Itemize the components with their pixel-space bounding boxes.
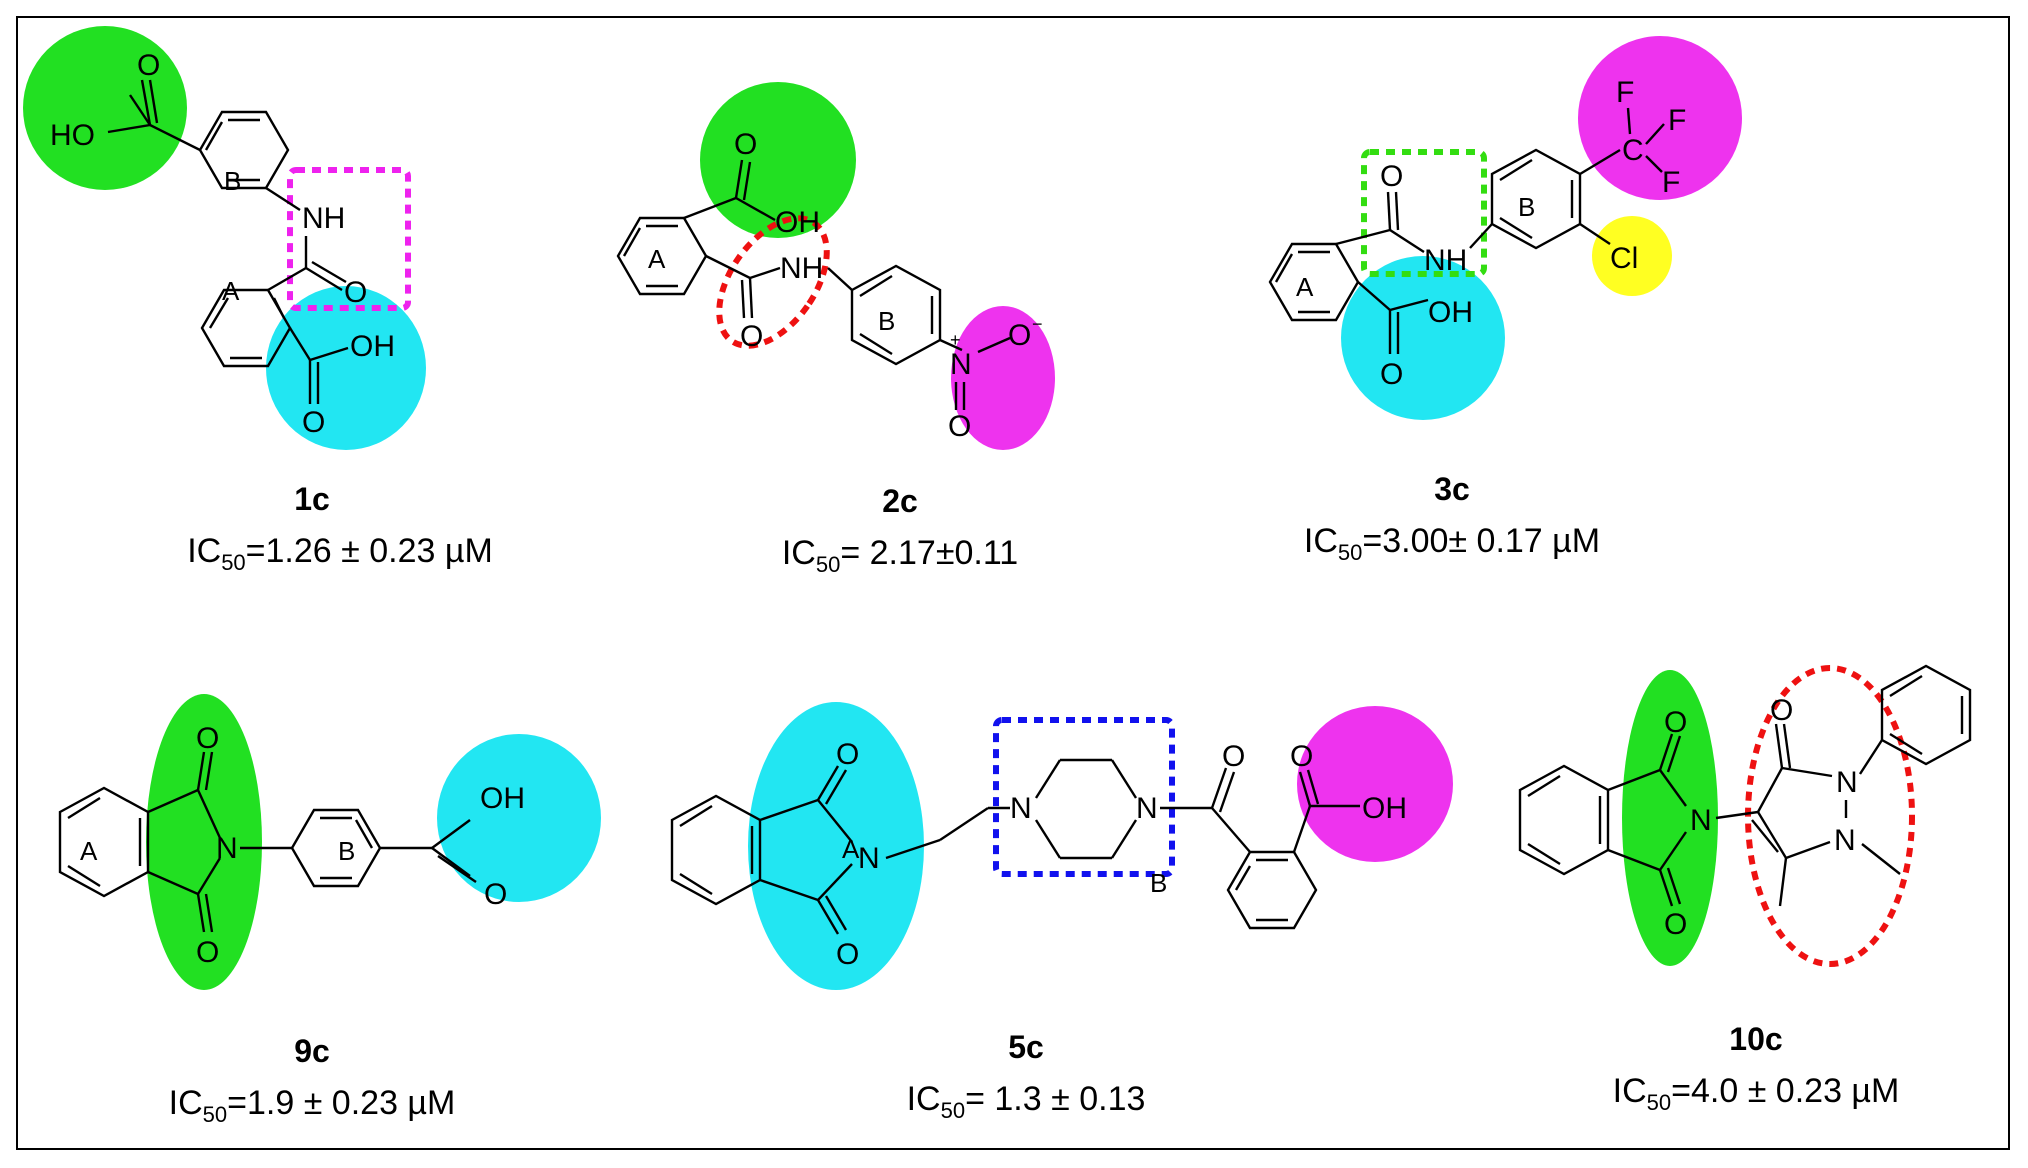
ring-label-b: B <box>224 166 241 196</box>
compound-10c-structure: O O N O N N <box>1518 664 1972 967</box>
charge-plus: + <box>950 330 961 350</box>
atom-o: O <box>740 320 763 353</box>
highlight-amide-box <box>287 167 411 311</box>
atom-n: N <box>1136 792 1158 825</box>
atom-n: N <box>950 348 972 381</box>
highlight-cyan-carboxyl <box>266 286 426 450</box>
atom-o: O <box>196 722 219 755</box>
atom-n: N <box>1010 792 1032 825</box>
highlight-green-imide <box>146 694 262 990</box>
compound-2c-structure: A O OH O NH B N + O − O <box>616 82 1055 450</box>
highlight-amide-ellipse <box>716 215 830 349</box>
ring-label-b: B <box>1150 868 1167 898</box>
atom-o: O <box>1664 908 1687 941</box>
ring-label-a: A <box>842 834 860 864</box>
compound-1c-structure: O HO B NH O A OH O <box>23 26 426 450</box>
atom-o: O <box>734 128 757 161</box>
atom-n: N <box>858 842 880 875</box>
atom-o: O <box>1008 319 1031 352</box>
ic50-label: IC50= 1.3 ± 0.13 <box>907 1080 1146 1123</box>
compound-9c-structure: A O O N B OH O <box>58 694 601 990</box>
atom-f: F <box>1662 166 1680 199</box>
ic50-label: IC50=1.9 ± 0.23 µM <box>169 1084 456 1127</box>
atom-nh: NH <box>780 252 823 285</box>
atom-oh: OH <box>775 206 820 239</box>
atom-o: O <box>948 410 971 443</box>
atom-o: O <box>1380 358 1403 391</box>
atom-oh: OH <box>1362 792 1407 825</box>
atom-o: O <box>836 938 859 971</box>
compound-name: 2c <box>882 483 918 519</box>
highlight-yellow-cl <box>1592 216 1672 296</box>
atom-oh: OH <box>350 330 395 363</box>
highlight-magenta-cf3 <box>1578 36 1742 200</box>
atom-o: O <box>484 878 507 911</box>
compound-5c-structure: O O A N N N B O O OH <box>670 702 1453 990</box>
charge-minus: − <box>1032 314 1043 334</box>
atom-n: N <box>216 832 238 865</box>
atom-n: N <box>1834 824 1856 857</box>
highlight-magenta-carboxyl <box>1297 706 1453 862</box>
compound-name: 5c <box>1008 1029 1044 1065</box>
highlight-cyan-carboxyl <box>1341 256 1505 420</box>
ring-label-a: A <box>222 276 240 306</box>
ring-label-a: A <box>80 836 98 866</box>
atom-oh: OH <box>1428 296 1473 329</box>
ring-label-b: B <box>878 306 895 336</box>
atom-n: N <box>1690 804 1712 837</box>
compound-3c-structure: A O NH B C F F F Cl OH O <box>1268 36 1742 420</box>
compound-name: 3c <box>1434 471 1470 507</box>
ring-label-a: A <box>1296 272 1314 302</box>
atom-o: O <box>302 406 325 439</box>
atom-f: F <box>1668 104 1686 137</box>
atom-o: O <box>836 738 859 771</box>
atom-c: C <box>1622 134 1644 167</box>
atom-ho: HO <box>50 119 95 152</box>
highlight-cyan-carboxyl <box>437 734 601 902</box>
atom-o: O <box>1770 694 1793 727</box>
atom-f: F <box>1616 76 1634 109</box>
highlight-magenta-nitro <box>951 306 1055 450</box>
ring-label-b: B <box>338 836 355 866</box>
atom-o: O <box>196 936 219 969</box>
atom-nh: NH <box>302 202 345 235</box>
atom-o: O <box>1290 740 1313 773</box>
compound-name: 1c <box>294 481 330 517</box>
atom-oh: OH <box>480 782 525 815</box>
atom-o: O <box>137 49 160 82</box>
ic50-label: IC50=4.0 ± 0.23 µM <box>1613 1072 1900 1115</box>
atom-nh: NH <box>1424 244 1467 277</box>
atom-n: N <box>1836 766 1858 799</box>
ic50-label: IC50=1.26 ± 0.23 µM <box>187 532 493 575</box>
ring-label-b: B <box>1518 192 1535 222</box>
highlight-pyrazolone-ellipse <box>1745 665 1915 967</box>
highlight-amide-box <box>1361 149 1487 277</box>
highlight-green-imide <box>1622 670 1718 966</box>
highlight-green-carboxyl <box>23 26 187 190</box>
atom-o: O <box>344 276 367 309</box>
atom-o: O <box>1380 160 1403 193</box>
atom-cl: Cl <box>1610 242 1638 275</box>
compound-name: 9c <box>294 1033 330 1069</box>
atom-o: O <box>1664 706 1687 739</box>
ring-label-a: A <box>648 244 666 274</box>
highlight-piperazine-box <box>993 717 1175 877</box>
compound-name: 10c <box>1729 1021 1782 1057</box>
atom-o: O <box>1222 740 1245 773</box>
ic50-label: IC50=3.00± 0.17 µM <box>1304 522 1600 565</box>
ic50-label: IC50= 2.17±0.11 <box>782 534 1018 577</box>
highlight-cyan-imide <box>748 702 924 990</box>
figure-frame <box>16 16 2010 1150</box>
